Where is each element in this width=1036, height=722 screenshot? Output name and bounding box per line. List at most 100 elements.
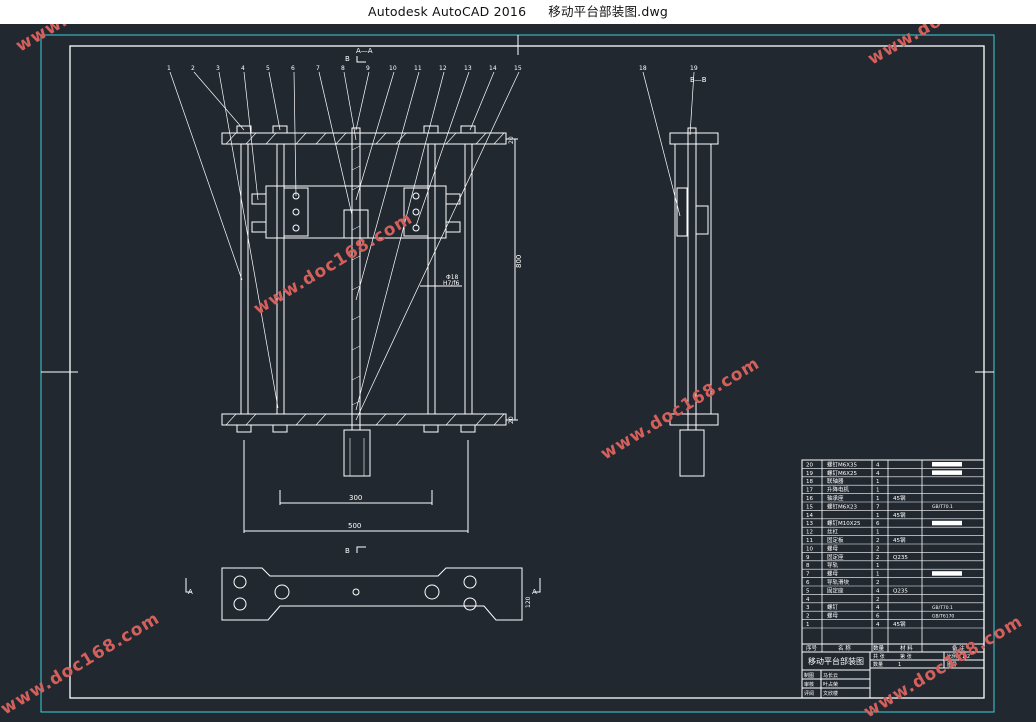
- bom-cell-no: 3: [806, 605, 810, 611]
- lift-motor: [343, 429, 371, 477]
- bom-cell-material: 45钢: [893, 536, 906, 544]
- bolt-hole: [233, 597, 247, 611]
- side-slider: [676, 187, 688, 237]
- side-part-no: 18: [639, 65, 647, 72]
- designer-name: 马长云: [823, 672, 838, 679]
- section-mark-b-bottom: B: [345, 547, 350, 555]
- bom-cell-name: 固定板: [827, 536, 844, 544]
- bom-cell-no: 12: [806, 530, 813, 536]
- part-no: 5: [266, 65, 270, 72]
- drawing-title: 移动平台部装图: [808, 656, 864, 666]
- section-arrow-left: [185, 578, 192, 593]
- bom-cell-name: 螺钉M6X35: [827, 460, 858, 468]
- guide-column-left-outer: [240, 143, 249, 415]
- part-no: 3: [216, 65, 220, 72]
- bom-cell-qty: 1: [876, 513, 880, 519]
- bom-cell-qty: 1: [876, 530, 880, 536]
- bom-cell-material: 45钢: [893, 511, 906, 519]
- bolt-head: [412, 208, 420, 216]
- side-bracket: [445, 193, 461, 205]
- bom-note-mark: [932, 470, 962, 475]
- bom-cell-qty: 1: [876, 496, 880, 502]
- approver-name: 文欣楼: [823, 690, 838, 697]
- bom-cell-note: GB/T70.1: [932, 605, 953, 611]
- bom-cell-name: 升降电机: [827, 486, 850, 494]
- bolt-hole: [463, 575, 477, 589]
- bom-cell-no: 14: [806, 513, 813, 519]
- dim-bottom-plate: 20: [508, 416, 515, 424]
- bom-cell-name: 螺母: [827, 544, 839, 552]
- dim-height: 800: [515, 255, 523, 268]
- bom-cell-name: 固定座: [827, 553, 844, 561]
- bom-cell-no: 6: [806, 580, 810, 586]
- section-label-side: B—B: [690, 76, 707, 84]
- part-no: 13: [464, 65, 472, 72]
- bom-cell-name: 固定座: [827, 586, 844, 594]
- sheet-outer-border: [40, 34, 995, 713]
- bom-cell-material: 45钢: [893, 620, 906, 628]
- app-name: Autodesk AutoCAD 2016: [367, 4, 527, 19]
- nut: [272, 125, 288, 134]
- bom-cell-no: 16: [806, 496, 813, 502]
- side-bracket: [251, 193, 267, 205]
- part-no: 11: [414, 65, 422, 72]
- bom-note-mark: [932, 520, 962, 526]
- part-no: 15: [514, 65, 522, 72]
- bom-cell-note: GB/T6170: [932, 613, 954, 619]
- dim-plate-height: 120: [525, 596, 532, 608]
- part-no: 12: [439, 65, 447, 72]
- bom-cell-no: 15: [806, 504, 813, 510]
- bom-cell-name: 丝杠: [827, 528, 839, 536]
- watermark: www.doc168.com: [0, 608, 163, 718]
- bom-cell-material: 45钢: [893, 494, 906, 502]
- bom-note-mark: [932, 571, 962, 576]
- bom-cell-qty: 4: [876, 462, 880, 468]
- dim-outer-width: 500: [348, 522, 361, 530]
- drawing-no-label: 图号: [947, 662, 957, 668]
- designer-label: 制图: [804, 672, 814, 679]
- bom-cell-qty: 4: [876, 471, 880, 477]
- bom-cell-qty: 4: [876, 622, 880, 628]
- bom-cell-name: 螺钉M6X23: [827, 502, 858, 510]
- screw-nut-block: [343, 209, 369, 239]
- guide-column-right-outer: [464, 143, 473, 415]
- side-leader: [689, 71, 695, 136]
- plate-outline: [221, 567, 523, 621]
- bom-cell-qty: 2: [876, 580, 880, 586]
- bearing-hole: [424, 584, 440, 600]
- lead-screw: [351, 127, 361, 431]
- side-nut-block: [695, 205, 709, 235]
- dim-top-plate: 20: [508, 136, 515, 144]
- bom-cell-qty: 1: [876, 479, 880, 485]
- nut: [272, 424, 288, 433]
- qty-value: 1: [898, 662, 901, 668]
- section-arrow-top: [356, 56, 366, 63]
- screw-hole: [352, 588, 360, 596]
- bom-cell-qty: 4: [876, 605, 880, 611]
- section-mark-b-top: B: [345, 55, 350, 63]
- bom-cell-no: 19: [806, 471, 813, 477]
- bom-header-no: 序号: [806, 644, 818, 652]
- bom-cell-no: 7: [806, 572, 810, 578]
- section-arrow-right: [534, 578, 541, 593]
- side-lead-screw: [687, 127, 697, 431]
- watermark: www.doc168.com: [13, 24, 180, 56]
- bottom-plate-hatch: [225, 413, 505, 426]
- part-no: 6: [291, 65, 295, 72]
- bom-header-note: 备 注: [952, 644, 965, 652]
- bom-cell-name: 螺钉M10X25: [827, 519, 861, 527]
- bom-cell-no: 10: [806, 546, 813, 552]
- section-arrow-bottom: [356, 546, 366, 553]
- nut: [423, 125, 439, 134]
- bom-cell-material: Q235: [893, 555, 908, 561]
- side-bracket: [251, 221, 267, 233]
- bom-outline: [801, 459, 985, 699]
- sheet-label: 共 张: [873, 653, 885, 660]
- bom-cell-name: 轴承座: [827, 494, 844, 502]
- bom-cell-qty: 1: [876, 572, 880, 578]
- bolt-head: [292, 224, 300, 232]
- bom-cell-name: 螺母: [827, 570, 839, 578]
